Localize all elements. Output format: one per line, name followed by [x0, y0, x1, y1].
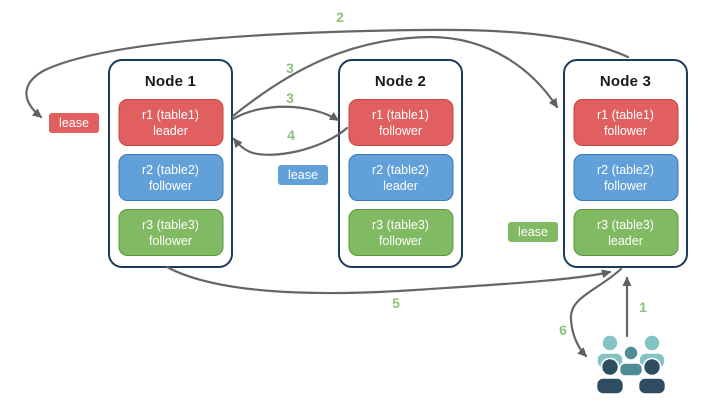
step-label-2: 2	[336, 9, 344, 25]
node-3-title: Node 3	[599, 73, 652, 90]
node-2-replica-r3: r3 (table3) follower	[348, 209, 453, 256]
replica-name: r3 (table3)	[372, 217, 429, 232]
replica-name: r1 (table1)	[597, 107, 654, 122]
replica-name: r2 (table2)	[597, 162, 654, 177]
replica-role: leader	[383, 178, 418, 193]
replica-role: leader	[608, 233, 643, 248]
replica-role: follower	[378, 233, 423, 248]
replica-name: r2 (table2)	[142, 162, 199, 177]
arrow-step-5-node1-to-node3	[165, 265, 612, 295]
node-3-replica-r2: r2 (table2) follower	[573, 154, 678, 201]
replica-name: r3 (table3)	[142, 217, 199, 232]
replica-role: follower	[148, 233, 193, 248]
node-3-replica-r3: r3 (table3) leader	[573, 209, 678, 256]
replica-role: follower	[603, 178, 648, 193]
node-1-title: Node 1	[144, 73, 197, 90]
node-1-replica-r3: r3 (table3) follower	[118, 209, 223, 256]
step-label-3-to-node3: 3	[286, 60, 294, 76]
step-label-6: 6	[559, 322, 567, 338]
step-label-4: 4	[287, 127, 295, 143]
step-label-1: 1	[639, 299, 647, 315]
node-2: Node 2 r1 (table1) follower r2 (table2) …	[338, 59, 463, 268]
replica-role: follower	[378, 123, 423, 138]
lease-tag-table3: lease	[507, 221, 559, 243]
lease-tag-table2: lease	[277, 164, 329, 186]
replica-name: r1 (table1)	[142, 107, 199, 122]
lease-tag-table1: lease	[48, 112, 100, 134]
node-1-replica-r1: r1 (table1) leader	[118, 99, 223, 146]
node-3-replica-r1: r1 (table1) follower	[573, 99, 678, 146]
replica-name: r1 (table1)	[372, 107, 429, 122]
replica-role: follower	[603, 123, 648, 138]
replica-name: r3 (table3)	[597, 217, 654, 232]
node-2-replica-r2: r2 (table2) leader	[348, 154, 453, 201]
node-3: Node 3 r1 (table1) follower r2 (table2) …	[563, 59, 688, 268]
node-1-replica-r2: r2 (table2) follower	[118, 154, 223, 201]
replica-role: follower	[148, 178, 193, 193]
step-label-3-to-node2: 3	[286, 90, 294, 106]
users-icon	[596, 334, 666, 395]
step-label-5: 5	[392, 295, 400, 311]
replica-role: leader	[153, 123, 188, 138]
arrow-step-3-leader-to-node2	[231, 105, 340, 122]
node-2-title: Node 2	[374, 73, 427, 90]
replica-name: r2 (table2)	[372, 162, 429, 177]
node-1: Node 1 r1 (table1) leader r2 (table2) fo…	[108, 59, 233, 268]
node-2-replica-r1: r1 (table1) follower	[348, 99, 453, 146]
